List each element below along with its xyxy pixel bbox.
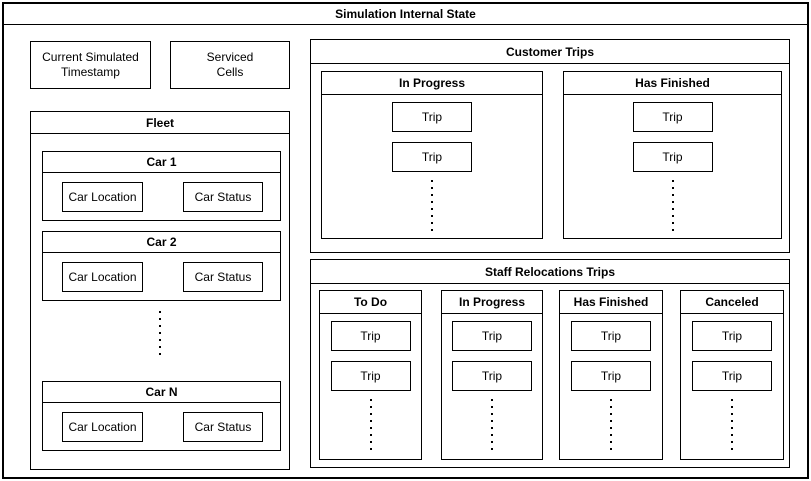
car-location-box: Car Location — [62, 182, 143, 212]
staff-todo-column: To Do Trip Trip — [319, 290, 422, 460]
staff-relocations-title: Staff Relocations Trips — [311, 260, 789, 284]
trip-box: Trip — [571, 321, 651, 351]
customer-hasfinished-column: Has Finished Trip Trip — [563, 71, 782, 239]
fleet-title: Fleet — [31, 112, 289, 134]
trip-box: Trip — [330, 321, 411, 351]
ellipsis-dots — [610, 399, 612, 453]
trip-box: Trip — [392, 142, 472, 172]
fleet-panel: Fleet Car 1 Car Location Car Status Car … — [30, 111, 290, 470]
staff-canceled-title: Canceled — [681, 291, 783, 314]
staff-inprogress-column: In Progress Trip Trip — [441, 290, 543, 460]
car-status-box: Car Status — [183, 262, 263, 292]
current-simulated-timestamp-box: Current Simulated Timestamp — [30, 41, 151, 89]
ellipsis-dots — [491, 399, 493, 453]
car-location-box: Car Location — [62, 412, 143, 442]
car-2-title: Car 2 — [43, 232, 280, 253]
customer-hasfinished-title: Has Finished — [564, 72, 781, 95]
staff-hasfinished-column: Has Finished Trip Trip — [559, 290, 663, 460]
car-location-box: Car Location — [62, 262, 143, 292]
staff-canceled-column: Canceled Trip Trip — [680, 290, 784, 460]
ellipsis-dots — [731, 399, 733, 453]
customer-trips-panel: Customer Trips In Progress Trip Trip Has… — [310, 39, 790, 253]
ellipsis-dots — [159, 311, 161, 359]
customer-inprogress-column: In Progress Trip Trip — [321, 71, 543, 239]
car-n-title: Car N — [43, 382, 280, 403]
car-1-box: Car 1 Car Location Car Status — [42, 151, 281, 221]
car-2-box: Car 2 Car Location Car Status — [42, 231, 281, 301]
ellipsis-dots — [369, 399, 372, 453]
trip-box: Trip — [692, 321, 772, 351]
trip-box: Trip — [632, 102, 713, 132]
ellipsis-dots — [431, 180, 433, 234]
trip-box: Trip — [571, 361, 651, 391]
customer-inprogress-title: In Progress — [322, 72, 542, 95]
trip-box: Trip — [692, 361, 772, 391]
car-status-box: Car Status — [183, 412, 263, 442]
car-n-box: Car N Car Location Car Status — [42, 381, 281, 451]
staff-inprogress-title: In Progress — [442, 291, 542, 314]
serviced-cells-box: Serviced Cells — [170, 41, 290, 89]
diagram-title: Simulation Internal State — [4, 4, 807, 25]
trip-box: Trip — [452, 361, 532, 391]
ellipsis-dots — [671, 180, 674, 234]
staff-hasfinished-title: Has Finished — [560, 291, 662, 314]
staff-todo-title: To Do — [320, 291, 421, 314]
staff-relocations-panel: Staff Relocations Trips To Do Trip Trip … — [310, 259, 790, 468]
trip-box: Trip — [392, 102, 472, 132]
trip-box: Trip — [632, 142, 713, 172]
trip-box: Trip — [330, 361, 411, 391]
car-1-title: Car 1 — [43, 152, 280, 173]
car-status-box: Car Status — [183, 182, 263, 212]
customer-trips-title: Customer Trips — [311, 40, 789, 64]
trip-box: Trip — [452, 321, 532, 351]
